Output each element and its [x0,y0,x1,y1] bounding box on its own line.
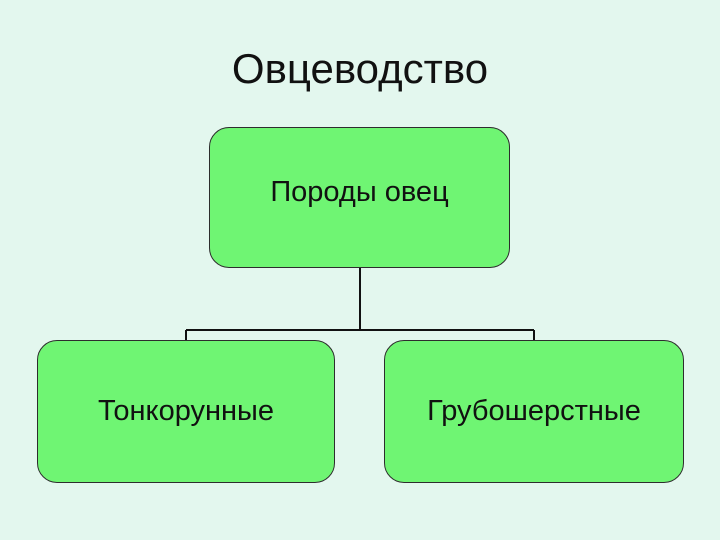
root-node: Породы овец [209,127,510,268]
diagram-title: Овцеводство [231,45,489,92]
child-node-fine-wool: Тонкорунные [37,340,335,483]
child-node-coarse-wool: Грубошерстные [384,340,684,483]
child-node-label: Тонкорунные [97,395,275,427]
root-node-label: Породы овец [270,176,449,208]
child-node-label: Грубошерстные [427,395,641,427]
